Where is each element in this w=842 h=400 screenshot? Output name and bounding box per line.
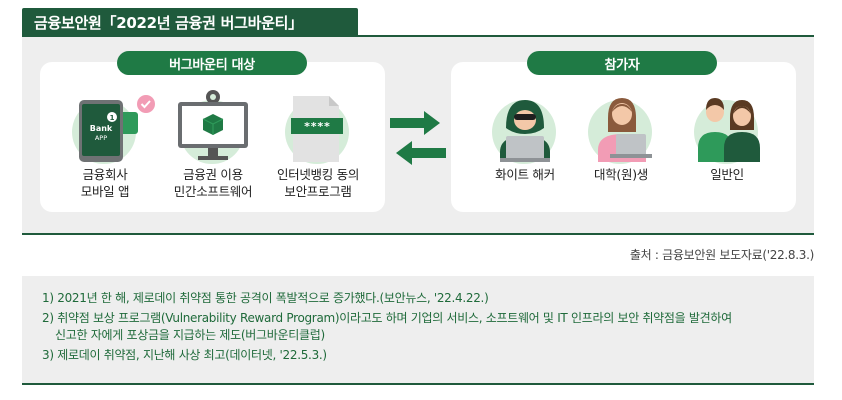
source-citation: 출처 : 금융보안원 보도자료('22.8.3.) bbox=[629, 248, 814, 262]
page-title: 금융보안원「2022년 금융권 버그바운티」 bbox=[22, 8, 358, 36]
student-icon bbox=[598, 98, 652, 162]
mobile-app-badge: 1 bbox=[110, 114, 115, 122]
white-hacker-icon bbox=[500, 100, 550, 162]
footnote-2: 2) 취약점 보상 프로그램(Vulnerability Reward Prog… bbox=[42, 311, 732, 342]
target-item-software: 금융권 이용 민간소프트웨어 bbox=[158, 90, 268, 200]
mobile-app-icon: 1 Bank APP bbox=[79, 95, 155, 162]
target-label-mobile-app: 금융회사 모바일 앱 bbox=[80, 167, 130, 199]
footnotes-divider bbox=[22, 383, 814, 385]
participant-label-general-public: 일반인 bbox=[710, 167, 744, 182]
participant-label-student: 대학(원)생 bbox=[594, 167, 648, 182]
target-item-mobile-app: 1 Bank APP 금융회사 모바일 앱 bbox=[50, 90, 160, 200]
participant-item-general-public: 일반인 bbox=[672, 90, 782, 183]
participant-heading: 참가자 bbox=[527, 51, 717, 75]
footnote-1: 1) 2021년 한 해, 제로데이 취약점 통한 공격이 폭발적으로 증가했다… bbox=[42, 291, 489, 305]
participant-item-student: 대학(원)생 bbox=[566, 90, 676, 183]
footnotes-box: 1) 2021년 한 해, 제로데이 취약점 통한 공격이 폭발적으로 증가했다… bbox=[22, 276, 814, 384]
footnote-3: 3) 제로데이 취약점, 지난해 사상 최고(데이터넷, '22.5.3.) bbox=[42, 348, 327, 362]
title-divider bbox=[22, 35, 814, 37]
general-public-icon bbox=[698, 98, 760, 162]
participant-item-white-hacker: 화이트 해커 bbox=[470, 90, 580, 183]
target-item-security-program: **** 인터넷뱅킹 동의 보안프로그램 bbox=[263, 90, 373, 200]
password-text: **** bbox=[304, 120, 331, 133]
target-heading: 버그바운티 대상 bbox=[117, 51, 307, 75]
target-label-security-program: 인터넷뱅킹 동의 보안프로그램 bbox=[276, 167, 360, 199]
monitor-icon bbox=[178, 90, 248, 160]
infographic-divider bbox=[22, 233, 814, 235]
bank-text: Bank bbox=[90, 124, 113, 133]
app-text: APP bbox=[95, 134, 107, 142]
participant-label-white-hacker: 화이트 해커 bbox=[495, 167, 555, 182]
document-password-icon: **** bbox=[291, 96, 343, 162]
exchange-arrows-icon bbox=[390, 111, 446, 165]
target-label-software: 금융권 이용 민간소프트웨어 bbox=[173, 167, 253, 199]
